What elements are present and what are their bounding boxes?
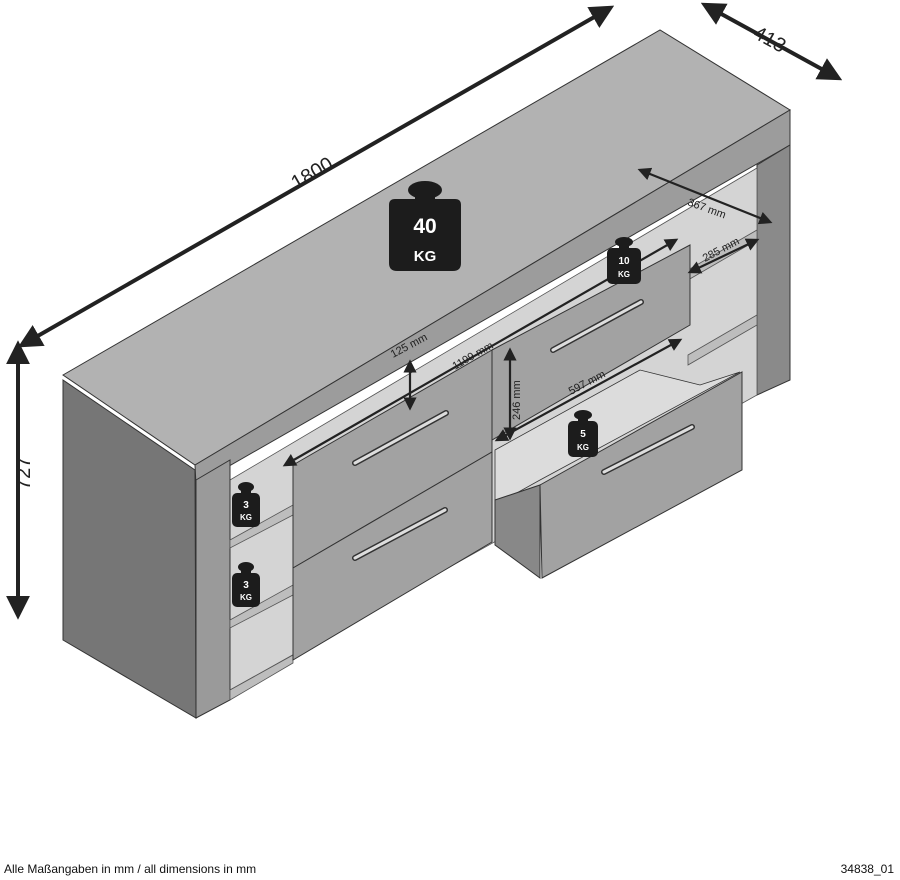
drawer-height-label: 246 mm [511, 380, 523, 420]
svg-text:5: 5 [580, 429, 586, 440]
svg-text:3: 3 [243, 580, 249, 591]
weight-top-unit: KG [414, 248, 437, 265]
right-side-panel [756, 144, 791, 396]
weight-icon-top: 40 KG [389, 181, 461, 271]
cabinet [62, 29, 791, 719]
weight-icon-drawer-open: 5 KG [568, 410, 598, 457]
svg-text:KG: KG [618, 270, 630, 279]
drawer-open-side [494, 484, 541, 579]
svg-text:KG: KG [577, 443, 589, 452]
svg-text:KG: KG [240, 593, 252, 602]
left-front-column [195, 459, 231, 719]
product-code: 34838_01 [840, 862, 894, 876]
drawer-lower-left [292, 451, 493, 661]
width-arrow [17, 5, 615, 348]
weight-top-value: 40 [413, 215, 436, 238]
svg-text:KG: KG [240, 513, 252, 522]
weight-icon-shelf-lower: 3 KG [232, 562, 260, 607]
svg-text:10: 10 [618, 256, 630, 267]
width-label: 1800 [288, 153, 338, 194]
shelf-width-arrow [687, 238, 760, 274]
depth-label: 413 [750, 22, 790, 57]
svg-text:3: 3 [243, 500, 249, 511]
units-note: Alle Maßangaben in mm / all dimensions i… [4, 862, 257, 876]
drawer-width-arrow [494, 338, 683, 442]
depth-arrow [700, 2, 843, 81]
shelf-depth-arrow [637, 167, 773, 225]
weight-icon-shelf-upper: 3 KG [232, 482, 260, 527]
dimension-lines [6, 2, 843, 620]
left-bottom-shelf [229, 654, 294, 701]
height-label: 727 [13, 457, 35, 490]
weight-icon-drawer-upper: 10 KG [607, 237, 641, 284]
right-shelf-2 [687, 314, 758, 366]
